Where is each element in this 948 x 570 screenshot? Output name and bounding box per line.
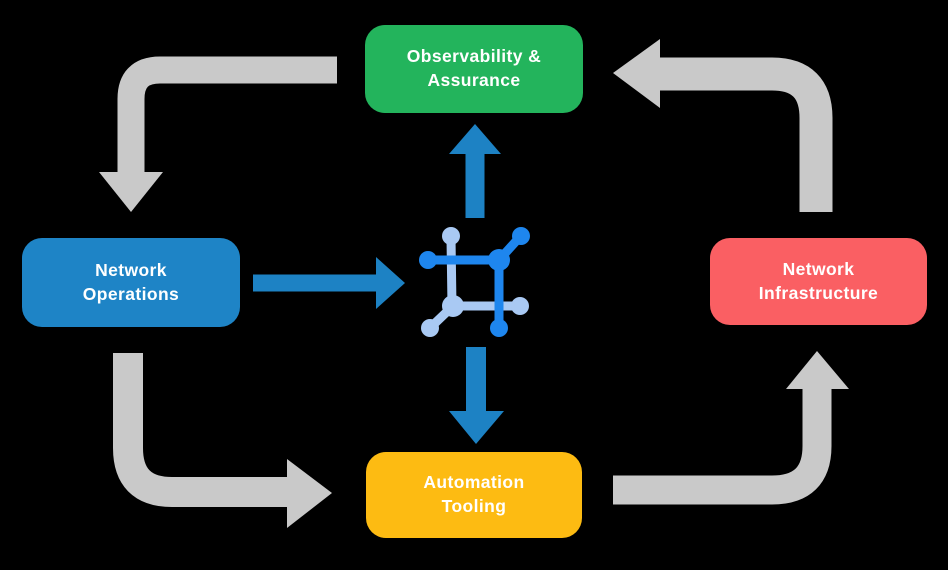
node-label-observability: Observability & Assurance: [406, 46, 542, 90]
arrow-center-to-automation: [449, 347, 504, 444]
node-network-operations: Network Operations: [22, 238, 240, 327]
node-automation-tooling: Automation Tooling: [366, 452, 582, 538]
node-label-automation: Automation Tooling: [423, 472, 525, 516]
arrow-operations-to-automation: [113, 353, 332, 528]
node-label-operations: Network Operations: [82, 259, 180, 304]
node-observability-assurance: Observability & Assurance: [365, 25, 583, 113]
arrow-observability-to-operations: [99, 56, 337, 212]
arrow-infrastructure-to-observability: [613, 39, 833, 212]
arrow-operations-to-center: [253, 257, 405, 309]
arrow-automation-to-infrastructure: [613, 351, 849, 505]
node-network-infrastructure: Network Infrastructure: [710, 238, 927, 325]
network-fabric-icon: [419, 227, 530, 337]
arrow-center-to-observability: [449, 124, 501, 218]
node-label-infrastructure: Network Infrastructure: [758, 258, 879, 303]
